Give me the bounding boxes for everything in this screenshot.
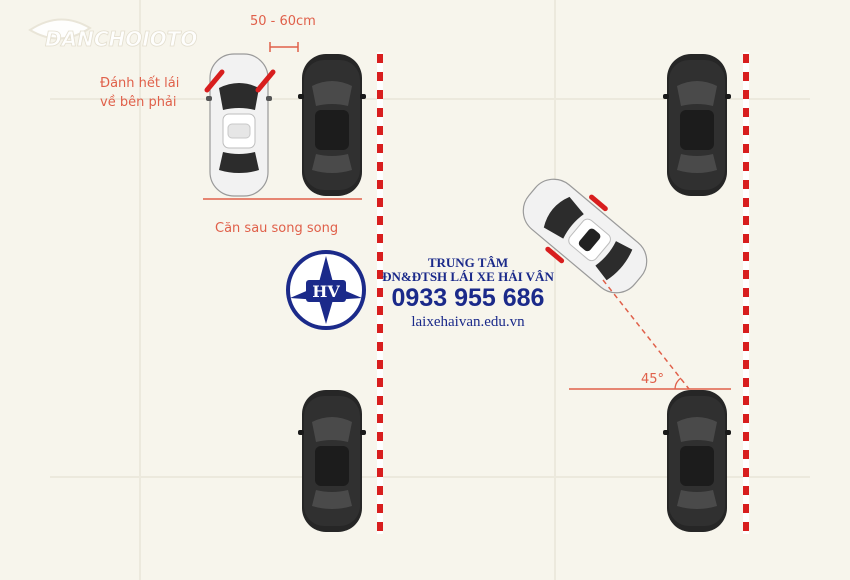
- gap-distance-label: 50 - 60cm: [250, 14, 316, 29]
- white-car-parallel: [204, 53, 276, 197]
- steer-marker-front-left: [545, 246, 565, 264]
- brand-logo-text: DANCHOIOTO: [45, 27, 197, 51]
- brand-logo: DANCHOIOTO: [28, 18, 198, 51]
- parked-car-top-right: [663, 54, 731, 196]
- parked-car-bottom-right: [663, 390, 731, 532]
- watermark-line1: TRUNG TÂM: [428, 255, 508, 270]
- parked-car-top-left: [298, 54, 366, 196]
- parking-pole-right: [743, 52, 749, 534]
- gap-dimension: 50 - 60cm: [250, 14, 316, 52]
- white-car-angled: [512, 168, 658, 304]
- steer-marker-front-right: [589, 194, 608, 212]
- steer-label-line2: về bên phải: [100, 95, 177, 110]
- hai-van-emblem: HV: [286, 250, 366, 330]
- steer-marker-right: [255, 69, 276, 93]
- watermark-line2: ĐN&ĐTSH LÁI XE HẢI VÂN: [382, 269, 554, 284]
- angle-label: 45°: [641, 372, 664, 387]
- steer-label-line1: Đánh hết lái: [100, 76, 179, 91]
- emblem-text: HV: [312, 282, 340, 301]
- parked-car-bottom-left: [298, 390, 366, 532]
- parking-pole-left: [377, 52, 383, 534]
- steer-marker-left: [204, 69, 225, 93]
- watermark-website: laixehaivan.edu.vn: [411, 314, 525, 330]
- angle-guide: 45°: [569, 279, 731, 390]
- watermark-phone: 0933 955 686: [392, 284, 545, 312]
- rear-parallel-label: Căn sau song song: [215, 221, 338, 236]
